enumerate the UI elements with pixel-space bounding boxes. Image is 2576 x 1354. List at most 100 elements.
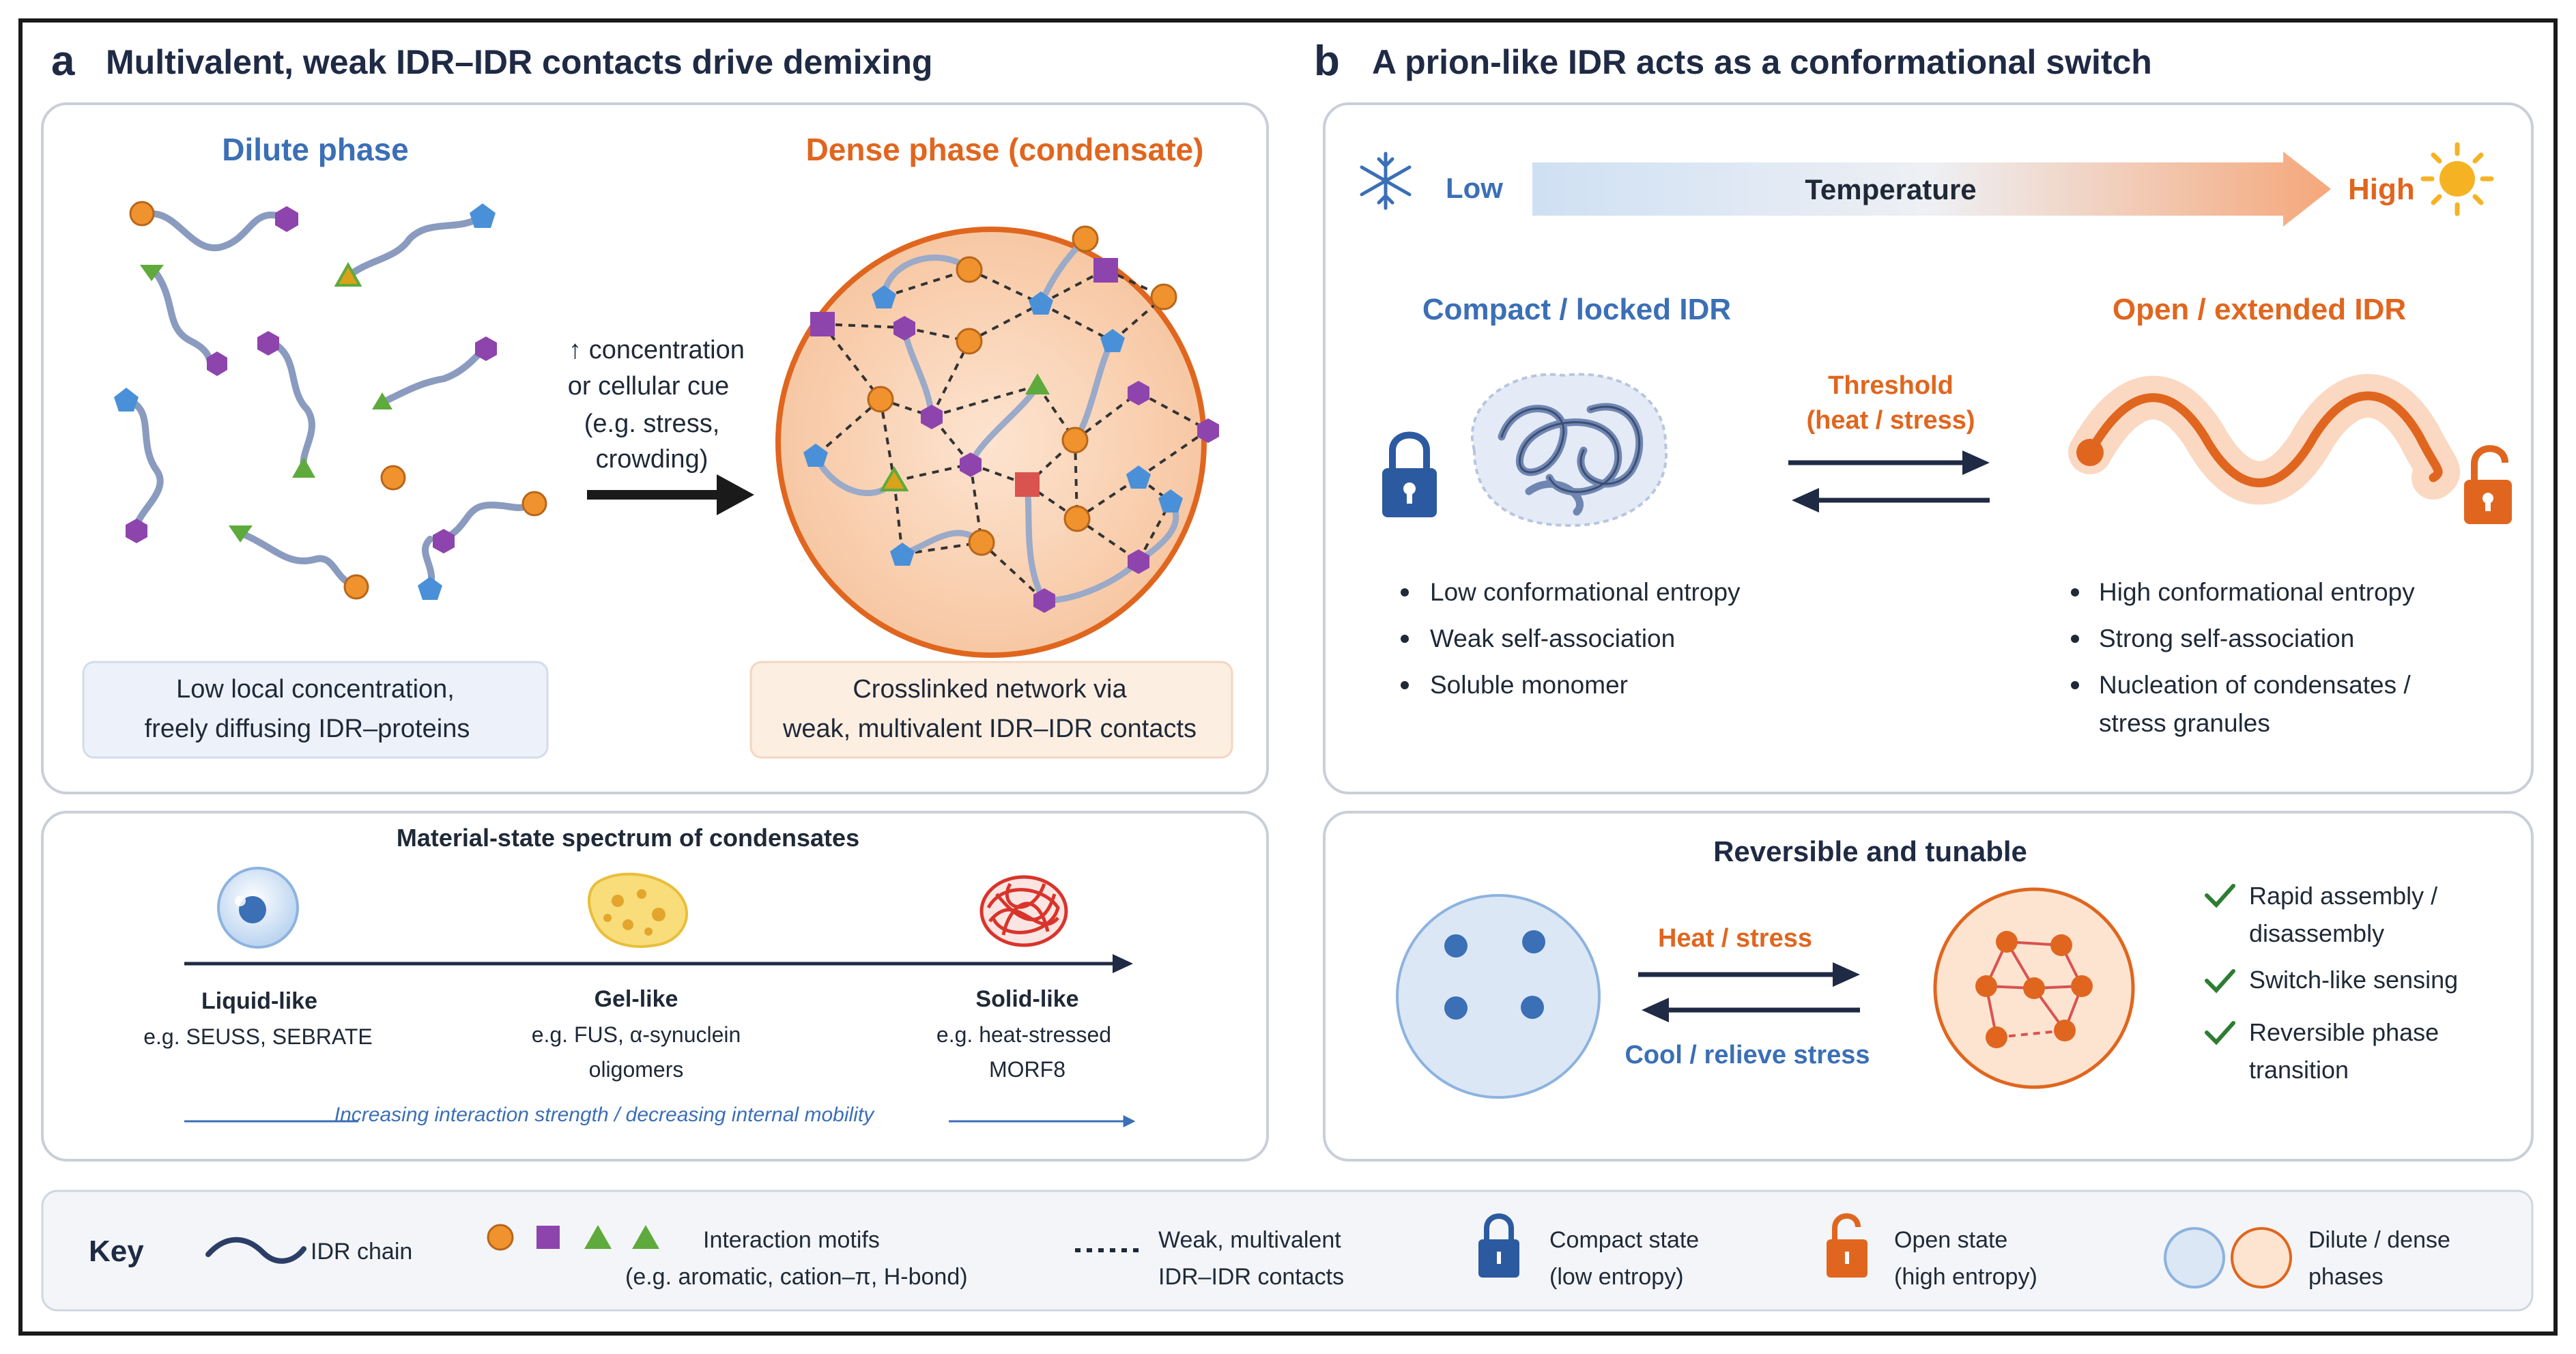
key-compact-label-line1: Compact state xyxy=(1549,1227,1699,1253)
equilibrium-arrows xyxy=(1788,450,1990,513)
compact-bullet-1: Low conformational entropy xyxy=(1430,578,1741,606)
panel-b-letter: b xyxy=(1314,38,1340,85)
motif-hexagon xyxy=(207,351,227,376)
dilute-caption-line1: Low local concentration, xyxy=(176,675,455,704)
motif-pentagon xyxy=(890,543,915,566)
sun-icon xyxy=(2420,142,2494,216)
motif-hexagon xyxy=(960,452,982,477)
spectrum-title: Material-state spectrum of condensates xyxy=(397,824,859,852)
compact-idr-heading: Compact / locked IDR xyxy=(1422,293,1731,326)
motif-pentagon xyxy=(1100,329,1125,352)
motif-hexagon xyxy=(1197,418,1219,443)
check-icon xyxy=(2205,884,2235,908)
lock-closed-icon xyxy=(1478,1213,1519,1278)
motif-circle xyxy=(1072,225,1099,253)
gel-like-icon xyxy=(587,872,688,948)
key-contacts-label-line1: Weak, multivalent xyxy=(1158,1227,1341,1253)
check-icon xyxy=(2205,969,2235,994)
motif-circle xyxy=(1061,427,1089,454)
idr-chain xyxy=(266,338,315,471)
motif-pentagon xyxy=(470,203,496,228)
idr-chain xyxy=(345,214,485,280)
check-3-line1: Reversible phase xyxy=(2249,1018,2439,1046)
liquid-like-icon-core xyxy=(239,896,266,923)
open-bullet-3-line2: stress granules xyxy=(2099,709,2270,737)
concentration-cue-label-line3: (e.g. stress, xyxy=(584,409,720,438)
demixing-arrow xyxy=(587,474,754,515)
interaction-motifs-key-icons xyxy=(487,1224,659,1251)
motif-triangle xyxy=(334,261,362,287)
motif-circle xyxy=(521,491,547,517)
cool-relieve-label: Cool / relieve stress xyxy=(1625,1041,1870,1069)
panel-a-letter: a xyxy=(51,38,75,85)
motif-hexagon xyxy=(126,519,147,543)
dilute-phase-heading: Dilute phase xyxy=(222,132,409,167)
motif-hexagon xyxy=(1128,549,1149,574)
dense-state-droplet xyxy=(1933,887,2135,1089)
motif-pentagon xyxy=(1158,489,1183,513)
spectrum-box xyxy=(41,811,1269,1162)
heat-stress-label: Heat / stress xyxy=(1658,924,1812,953)
motif-pentagon xyxy=(418,577,442,600)
motif-hexagon xyxy=(921,405,943,429)
motif-hexagon xyxy=(893,316,915,341)
motif-triangle xyxy=(1025,373,1050,394)
extended-idr-chain xyxy=(2068,374,2460,505)
key-phases-label-line1: Dilute / dense xyxy=(2308,1227,2450,1253)
motif-circle xyxy=(956,328,983,355)
temperature-label: Temperature xyxy=(1805,173,1976,205)
spectrum-footer: Increasing interaction strength / decrea… xyxy=(334,1104,875,1126)
key-motifs-label-line1: Interaction motifs xyxy=(703,1227,880,1253)
dense-phase-heading: Dense phase (condensate) xyxy=(806,132,1204,167)
compact-bullet-list: Low conformational entropy Weak self-ass… xyxy=(1401,578,1741,699)
dense-caption-box xyxy=(749,661,1233,759)
temperature-high-label: High xyxy=(2348,173,2415,206)
solid-like-examples-line1: e.g. heat-stressed xyxy=(936,1022,1111,1047)
gel-like-label: Gel-like xyxy=(595,986,678,1012)
open-idr-heading: Open / extended IDR xyxy=(2113,293,2406,326)
key-motifs-label-line2: (e.g. aromatic, cation–π, H-bond) xyxy=(625,1264,968,1290)
gel-like-examples-line2: oligomers xyxy=(589,1057,684,1082)
key-contacts-label-line2: IDR–IDR contacts xyxy=(1158,1264,1344,1290)
motif-hexagon xyxy=(257,331,279,356)
key-phases-label-line2: phases xyxy=(2308,1264,2384,1290)
motif-pentagon xyxy=(1029,291,1053,315)
concentration-cue-label-line4: crowding) xyxy=(596,445,709,474)
open-bullet-list: High conformational entropy Strong self-… xyxy=(2071,578,2415,737)
motif-circle xyxy=(1150,283,1177,311)
key-idr-chain-label: IDR chain xyxy=(311,1239,412,1265)
lock-open-icon xyxy=(1827,1213,1867,1278)
dilute-caption-box xyxy=(82,661,549,759)
motif-pentagon xyxy=(114,388,139,412)
key-box xyxy=(41,1190,2534,1312)
compact-bullet-3: Soluble monomer xyxy=(1430,671,1628,699)
compact-idr-coil xyxy=(1470,373,1668,528)
motif-hexagon xyxy=(475,336,497,361)
dilute-state-droplet xyxy=(1396,894,1601,1099)
motif-circle xyxy=(380,465,406,491)
dilute-caption-line2: freely diffusing IDR–proteins xyxy=(145,715,470,743)
dilute-chains xyxy=(123,210,536,590)
lock-closed-icon xyxy=(1382,431,1437,517)
threshold-label-line1: Threshold xyxy=(1828,371,1954,400)
liquid-like-label: Liquid-like xyxy=(201,988,317,1014)
dense-caption-line1: Crosslinked network via xyxy=(853,675,1127,704)
idr-chain xyxy=(140,210,290,252)
motif-square xyxy=(810,312,835,336)
open-bullet-2: Strong self-association xyxy=(2099,624,2354,652)
motif-square xyxy=(1015,472,1040,497)
motif-circle xyxy=(956,256,983,283)
motif-circle xyxy=(343,574,369,600)
dilute-phase-key-icon xyxy=(2164,1227,2225,1288)
dense-phase-key-icon xyxy=(2231,1227,2292,1288)
motif-hexagon xyxy=(433,529,455,553)
idr-chain xyxy=(440,500,536,543)
motif-circle xyxy=(968,529,995,556)
open-bullet-3-line1: Nucleation of condensates / xyxy=(2099,671,2411,699)
reversible-box xyxy=(1323,811,2534,1162)
reversible-arrows xyxy=(1638,962,1860,1022)
check-1-line1: Rapid assembly / xyxy=(2249,882,2437,910)
temperature-low-label: Low xyxy=(1446,172,1503,204)
motif-pentagon xyxy=(1126,465,1151,489)
